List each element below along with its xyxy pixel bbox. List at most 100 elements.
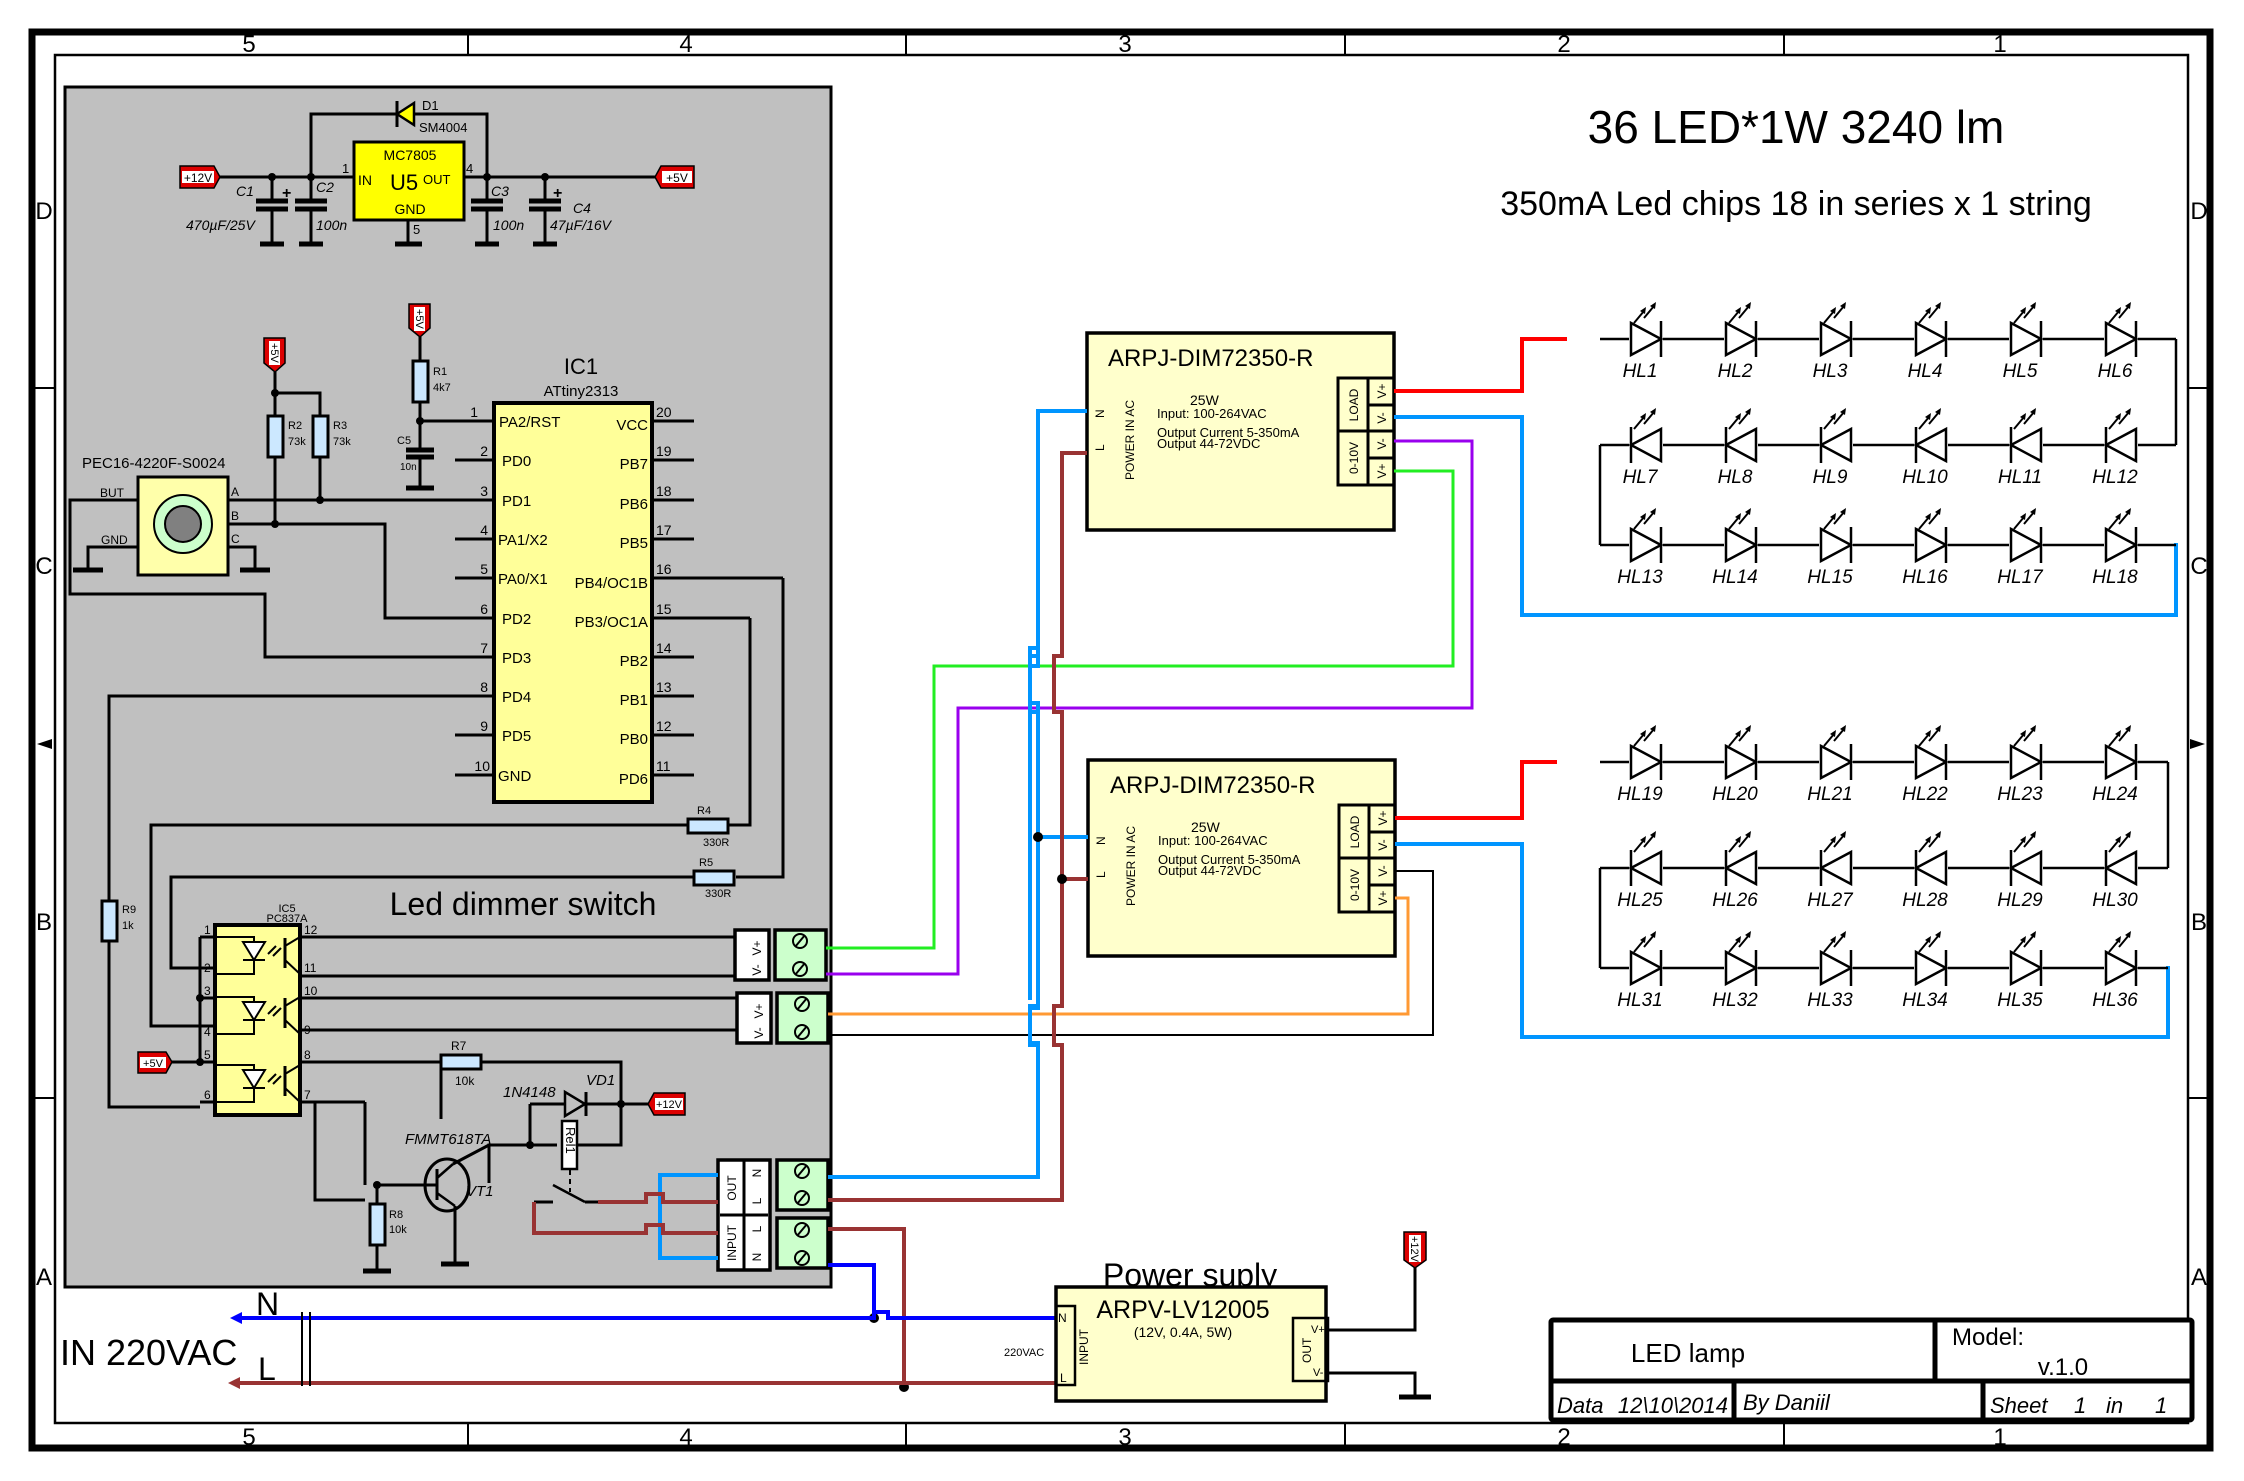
relay-coil xyxy=(560,1119,579,1171)
led-label: HL12 xyxy=(2092,467,2138,488)
light-emission-icon xyxy=(1728,831,1751,853)
led-hl9: HL9 xyxy=(1813,408,1853,488)
svg-text:6: 6 xyxy=(480,601,488,617)
light-emission-icon xyxy=(1823,725,1846,747)
light-emission-icon xyxy=(2013,302,2036,324)
svg-text:GND: GND xyxy=(101,533,128,547)
mains-l-label: L xyxy=(258,1351,276,1387)
row-label: D xyxy=(2190,198,2207,225)
svg-text:V+: V+ xyxy=(1375,463,1389,478)
led-hl5: HL5 xyxy=(2003,302,2044,382)
net-tag-12v: +12V xyxy=(1403,1231,1427,1269)
diode-d1-icon xyxy=(394,100,416,128)
led-label: HL7 xyxy=(1623,467,1659,488)
led-label: HL14 xyxy=(1712,567,1757,588)
led-hl13: HL13 xyxy=(1617,508,1664,588)
svg-text:Input: 100-264VAC: Input: 100-264VAC xyxy=(1157,406,1267,421)
date-value: 12\10\2014 xyxy=(1618,1393,1728,1418)
svg-text:7: 7 xyxy=(480,640,488,656)
svg-text:15: 15 xyxy=(656,601,672,617)
svg-text:FMMT618TA: FMMT618TA xyxy=(405,1131,491,1148)
screw-icon xyxy=(794,996,810,1012)
light-emission-icon xyxy=(1823,302,1846,324)
u5-pin1: 1 xyxy=(342,161,349,176)
svg-text:PD0: PD0 xyxy=(502,453,531,470)
svg-text:N: N xyxy=(1094,836,1108,845)
screw-terminal[interactable] xyxy=(775,1158,830,1212)
opto-channel xyxy=(215,1064,301,1103)
svg-text:Output Current 5-350mA: Output Current 5-350mA xyxy=(1157,425,1300,440)
svg-text:C4: C4 xyxy=(573,200,591,216)
light-emission-icon xyxy=(2013,725,2036,747)
led-label: HL13 xyxy=(1617,567,1663,588)
title-block: LED lamp Model: v.1.0 Data 12\10\2014 By… xyxy=(1548,1317,2195,1423)
led-hl16: HL16 xyxy=(1902,508,1949,588)
column-label: 3 xyxy=(1118,31,1131,58)
svg-text:100n: 100n xyxy=(316,217,347,233)
svg-text:PD5: PD5 xyxy=(502,728,531,745)
svg-text:R7: R7 xyxy=(451,1039,467,1053)
svg-text:PD4: PD4 xyxy=(502,689,531,706)
svg-text:2: 2 xyxy=(480,443,488,459)
svg-text:12: 12 xyxy=(656,718,672,734)
net-tag-5v: +5V xyxy=(137,1051,173,1074)
led-hl29: HL29 xyxy=(1997,831,2043,911)
light-emission-icon xyxy=(1918,302,1941,324)
led-label: HL2 xyxy=(1718,361,1753,382)
svg-text:ARPJ-DIM72350-R: ARPJ-DIM72350-R xyxy=(1110,772,1315,799)
svg-text:11: 11 xyxy=(304,961,317,975)
svg-text:3: 3 xyxy=(204,984,211,998)
svg-text:V+: V+ xyxy=(750,940,764,955)
svg-text:V-: V- xyxy=(1375,412,1389,423)
led-hl4: HL4 xyxy=(1908,302,1949,382)
svg-text:10: 10 xyxy=(304,984,318,998)
led-label: HL22 xyxy=(1902,784,1948,805)
led-label: HL30 xyxy=(2092,890,2138,911)
led-label: HL23 xyxy=(1997,784,2043,805)
svg-text:220VAC: 220VAC xyxy=(1004,1347,1044,1359)
dim-terminal-1: V+ V- xyxy=(733,928,828,982)
led-hl10: HL10 xyxy=(1902,408,1948,488)
led-label: HL1 xyxy=(1623,361,1658,382)
svg-text:+12V: +12V xyxy=(656,1099,683,1111)
svg-text:9: 9 xyxy=(480,718,488,734)
led-label: HL25 xyxy=(1617,890,1663,911)
svg-text:+12V: +12V xyxy=(1408,1236,1420,1263)
encoder-part: PEC16-4220F-S0024 xyxy=(82,455,225,472)
d1-ref: D1 xyxy=(422,98,439,113)
row-labels-right: D C B A xyxy=(2190,198,2207,1291)
sheet-number: 1 xyxy=(2074,1393,2086,1418)
svg-text:VCC: VCC xyxy=(616,417,648,434)
svg-text:OUT: OUT xyxy=(1300,1337,1314,1363)
resistor-r8 xyxy=(368,1202,387,1247)
light-emission-icon xyxy=(1633,931,1656,953)
svg-text:INPUT: INPUT xyxy=(1077,1328,1091,1365)
board-label: Led dimmer switch xyxy=(390,886,657,922)
svg-text:Output Current 5-350mA: Output Current 5-350mA xyxy=(1158,852,1301,867)
led-label: HL5 xyxy=(2003,361,2038,382)
svg-text:N: N xyxy=(1058,1311,1067,1325)
svg-text:1: 1 xyxy=(204,923,211,937)
row-labels-left: D C B A xyxy=(35,198,52,1291)
light-emission-icon xyxy=(1633,408,1656,430)
light-emission-icon xyxy=(1633,831,1656,853)
svg-text:PB4/OC1B: PB4/OC1B xyxy=(575,575,648,592)
screw-terminal[interactable] xyxy=(775,1216,830,1270)
pwm-routing: R4 330R R5 330R R9 1k xyxy=(100,578,785,1109)
screw-terminal[interactable] xyxy=(773,928,828,982)
screw-terminal[interactable] xyxy=(775,991,830,1045)
svg-text:PA1/X2: PA1/X2 xyxy=(498,532,548,549)
svg-text:R3: R3 xyxy=(333,420,347,432)
light-emission-icon xyxy=(1918,931,1941,953)
